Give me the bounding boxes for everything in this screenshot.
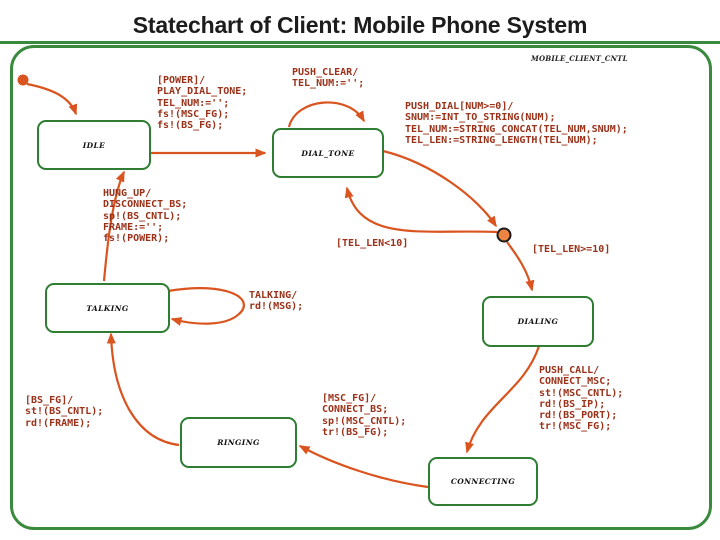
state-dialing: DIALING — [482, 296, 594, 347]
state-dial-tone: DIAL_TONE — [272, 128, 384, 178]
annotation-push-dial: PUSH_DIAL[NUM>=0]/ SNUM:=INT_TO_STRING(N… — [405, 101, 628, 146]
title-underline — [0, 41, 720, 44]
annotation-tel-len-lt10: [TEL_LEN<10] — [336, 238, 409, 249]
transition-ringing-to-talking — [106, 332, 180, 447]
annotation-bs-fg: [BS_FG]/ st!(BS_CNTL); rd!(FRAME); — [25, 395, 104, 429]
state-label: RINGING — [217, 438, 260, 447]
initial-state-dot — [17, 74, 29, 86]
state-talking: TALKING — [45, 283, 170, 333]
transition-initial-to-idle — [26, 82, 78, 116]
transition-talking-self-loop — [167, 287, 245, 326]
annotation-hung-up: HUNG_UP/ DISCONNECT_BS; sp!(BS_CNTL); FR… — [103, 188, 188, 245]
state-label: IDLE — [82, 140, 106, 150]
diagram-name-label: MOBILE_CLIENT_CNTL — [531, 54, 628, 63]
transition-talking-to-idle — [102, 170, 125, 282]
annotation-tel-len-ge10: [TEL_LEN>=10] — [532, 244, 611, 255]
transition-junction-to-dialing — [506, 241, 535, 292]
transition-connecting-to-ringing — [298, 445, 429, 489]
transition-dialing-to-connecting — [465, 345, 541, 454]
statechart-frame — [10, 45, 712, 530]
state-label: DIAL_TONE — [301, 148, 355, 158]
state-label: TALKING — [86, 303, 129, 313]
state-label: DIALING — [517, 317, 559, 326]
annotation-power: [POWER]/ PLAY_DIAL_TONE; TEL_NUM:=''; fs… — [157, 75, 248, 132]
transition-junction-to-dialtone — [344, 186, 498, 234]
annotation-push-call: PUSH_CALL/ CONNECT_MSC; st!(MSC_CNTL); r… — [539, 365, 624, 433]
state-ringing: RINGING — [180, 417, 297, 468]
annotation-talking-loop: TALKING/ rd!(MSG); — [249, 290, 304, 313]
condition-junction — [496, 227, 512, 243]
page-title: Statechart of Client: Mobile Phone Syste… — [132, 12, 588, 38]
annotation-push-clear: PUSH_CLEAR/ TEL_NUM:=''; — [292, 67, 365, 90]
annotation-msc-fg: [MSC_FG]/ CONNECT_BS; sp!(MSC_CNTL); tr!… — [322, 393, 407, 438]
state-connecting: CONNECTING — [428, 457, 538, 506]
state-idle: IDLE — [37, 120, 151, 170]
transition-dialtone-to-junction — [382, 149, 497, 228]
state-label: CONNECTING — [450, 477, 516, 486]
transition-dialtone-self-loop — [287, 101, 365, 128]
